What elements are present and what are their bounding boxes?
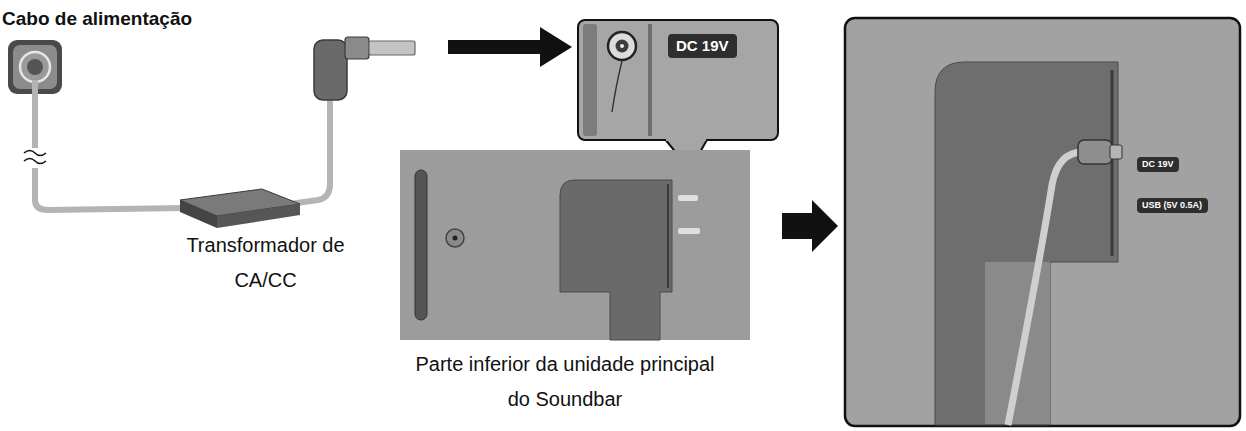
port-label-tag: USB (5V 0.5A) <box>1137 198 1208 213</box>
part-label: Parte inferior da unidade principal do S… <box>409 347 721 417</box>
dc-plug <box>314 37 415 100</box>
port-label-tag: DC 19V <box>668 34 737 58</box>
connected-view <box>845 18 1240 426</box>
part-label: Transformador de CA/CC <box>178 228 353 298</box>
direction-arrow <box>782 200 838 252</box>
port-label: DC 19V <box>1142 159 1174 170</box>
power-cable <box>24 80 330 210</box>
direction-arrow <box>448 27 572 67</box>
port-callout <box>578 20 778 170</box>
port-label-tag: DC 19V <box>1137 157 1179 172</box>
title-label: Cabo de alimentação <box>2 6 262 32</box>
port-label: DC 19V <box>676 37 729 55</box>
soundbar-bottom <box>400 150 750 340</box>
port-label: USB (5V 0.5A) <box>1142 200 1203 211</box>
ac-dc-adapter <box>180 189 300 228</box>
